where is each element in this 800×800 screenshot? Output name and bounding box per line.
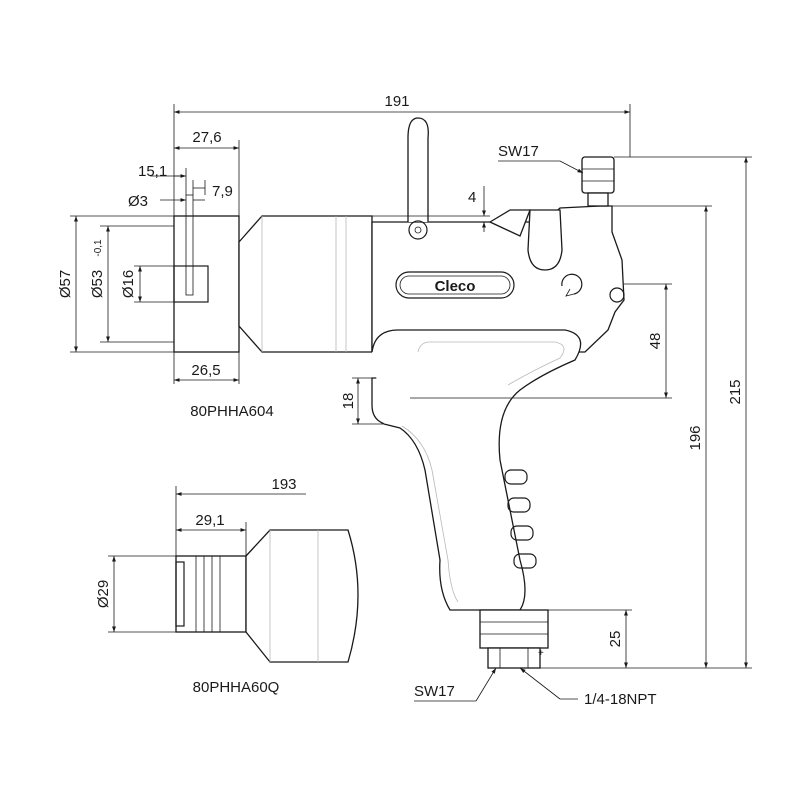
rear-screw-icon: [609, 287, 625, 303]
dim-27-6: 27,6: [192, 129, 221, 146]
rotation-arrow-icon: [561, 273, 583, 295]
callout-air-inlet: 1/4-18NPT: [584, 691, 657, 708]
svg-text:+: +: [538, 648, 544, 659]
dim-alt-head: 29,1: [195, 512, 224, 529]
model-label-alternate: 80PHHA60Q: [193, 679, 280, 696]
dim-bore-diameter: Ø16: [120, 270, 137, 298]
dim-handle-height: 196: [687, 425, 704, 450]
dim-inner-tolerance: -0,1: [93, 239, 104, 257]
alternate-dimensions: 193 29,1 Ø29: [95, 476, 306, 633]
alternate-head-view: [175, 529, 359, 663]
nose-cone: [238, 215, 373, 353]
dim-outer-diameter: Ø57: [57, 270, 74, 298]
brand-logo: Cleco: [435, 278, 476, 295]
dim-26-5: 26,5: [191, 362, 220, 379]
callout-bottom-wrench: SW17: [414, 683, 455, 700]
dim-axis-height: 48: [647, 333, 664, 350]
top-fitting-nut: [581, 156, 615, 194]
locating-pin: [185, 194, 194, 296]
center-bore: [173, 265, 209, 303]
front-flange: [173, 215, 240, 353]
grip-ribs: [504, 469, 537, 569]
model-label-main: 80PHHA604: [190, 403, 273, 420]
pistol-grip: [371, 329, 582, 611]
dim-top-offset: 4: [468, 189, 476, 206]
reverse-lever: [407, 117, 429, 222]
alt-nose-cone: [245, 529, 359, 663]
callouts: SW17 SW17 1/4-18NPT: [414, 143, 657, 708]
air-inlet-fitting: [479, 609, 549, 649]
chuck-grooves: [195, 556, 221, 632]
brand-badge: [395, 271, 515, 299]
nut-runner-side-view: Cleco +: [173, 117, 625, 669]
dim-pin-diameter: Ø3: [128, 193, 148, 210]
dim-total-height: 215: [727, 379, 744, 404]
quick-change-chuck: [175, 555, 247, 633]
inlet-nut: [487, 647, 541, 669]
dim-191: 191: [384, 93, 409, 110]
callout-top-wrench: SW17: [498, 143, 539, 160]
hanger-clip: [527, 209, 563, 271]
dim-inlet-height: 25: [607, 631, 624, 648]
dim-alt-length: 193: [271, 476, 296, 493]
dim-15-1: 15,1: [138, 163, 167, 180]
main-dimensions: 191 27,6 15,1 7,9 Ø3 Ø57 Ø53 -0,1: [57, 93, 752, 669]
lever-pivot-icon: [408, 220, 428, 240]
dim-inner-diameter: Ø53: [89, 270, 106, 298]
dim-trigger-height: 18: [340, 393, 357, 410]
dim-7-9: 7,9: [212, 183, 233, 200]
dim-alt-diameter: Ø29: [95, 580, 112, 608]
